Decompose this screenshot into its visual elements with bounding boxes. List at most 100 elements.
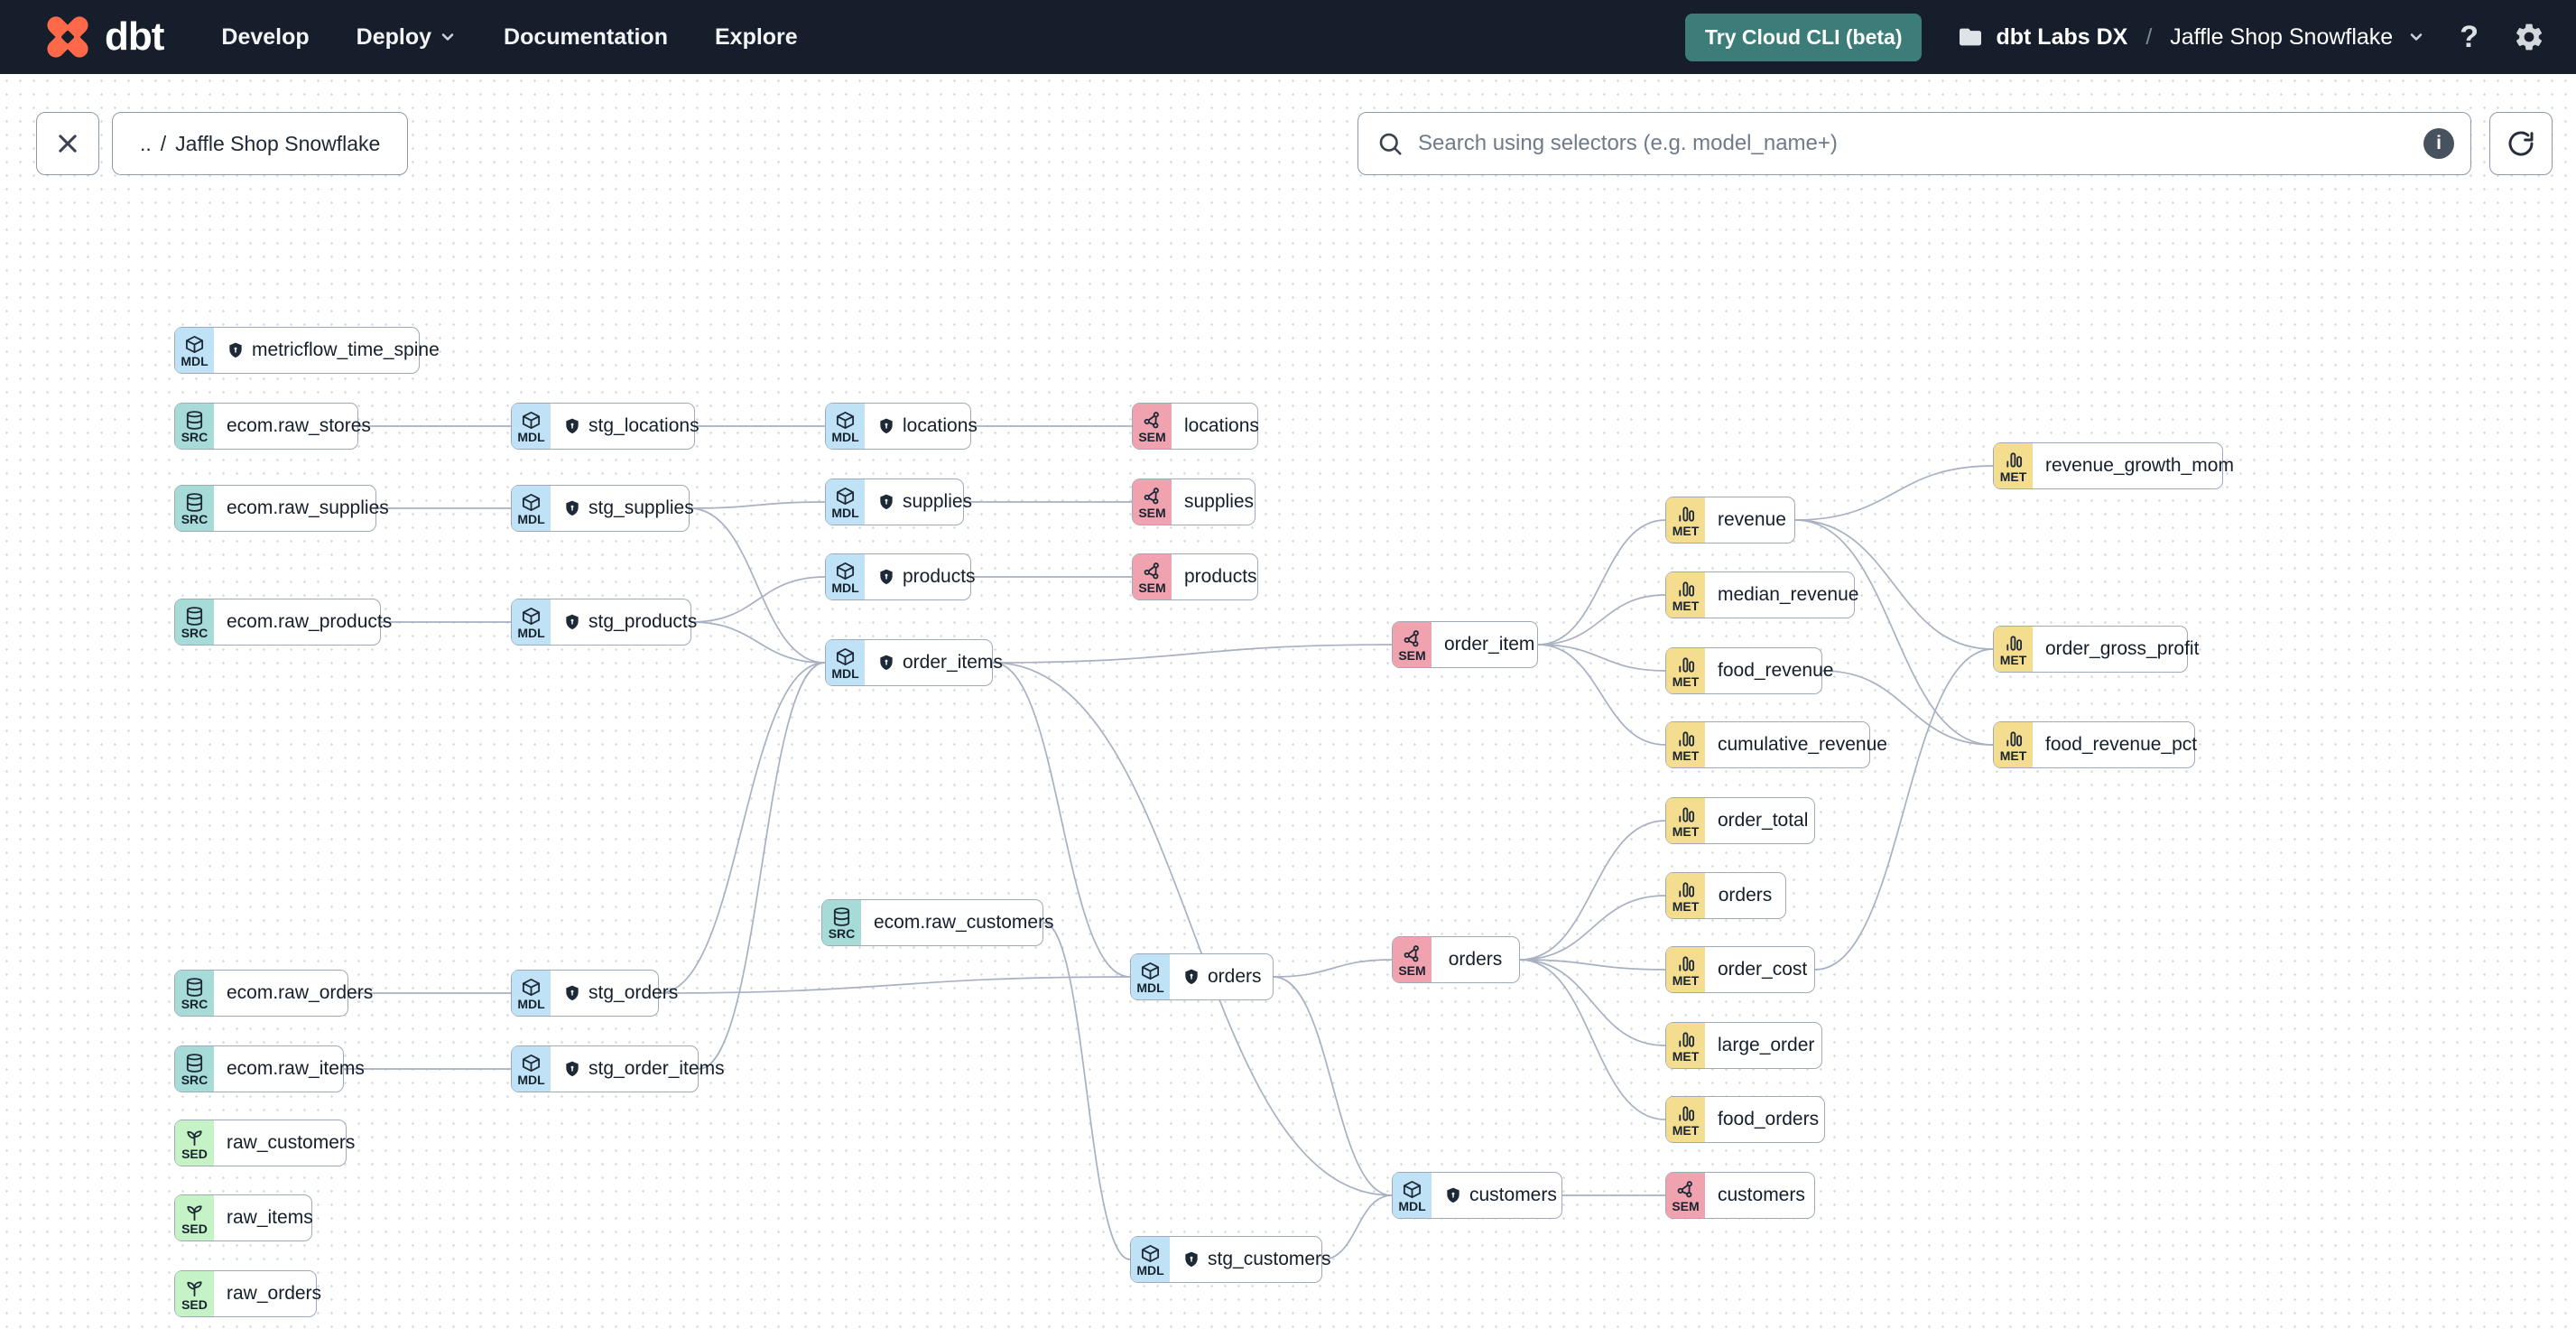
selector-search: i [1357, 112, 2471, 175]
node-kind-label: SRC [828, 926, 856, 941]
semantic-model-icon: SEM [1133, 554, 1172, 599]
node-kind-label: MDL [517, 430, 545, 444]
node-kind-label: MDL [517, 512, 545, 526]
node-name: food_revenue_pct [2045, 734, 2198, 755]
node-kind-label: MDL [831, 506, 859, 520]
metric-icon: MET [1666, 1023, 1705, 1068]
node-kind-label: SRC [181, 626, 208, 640]
node-name: products [865, 554, 988, 599]
node-name: order_gross_profit [2045, 638, 2200, 659]
nav-deploy[interactable]: Deploy [357, 24, 457, 51]
graph-node-food_revenue_pct[interactable]: MET food_revenue_pct [1993, 721, 2197, 768]
node-name: orders [1170, 954, 1274, 999]
graph-node-revenue[interactable]: MET revenue [1665, 497, 1795, 544]
node-kind-label: SEM [1138, 581, 1166, 595]
shield-icon [227, 341, 245, 359]
close-lineage-button[interactable] [36, 112, 99, 175]
primary-nav: Develop Deploy Documentation Explore [221, 24, 797, 51]
node-kind-label: SRC [181, 512, 208, 526]
cube-icon: MDL [826, 554, 865, 599]
account-name[interactable]: dbt Labs DX [1996, 23, 2128, 50]
shield-icon [563, 984, 581, 1002]
node-name: food_revenue [1718, 660, 1834, 681]
project-name[interactable]: Jaffle Shop Snowflake [2170, 23, 2394, 50]
gear-icon[interactable] [2513, 21, 2545, 53]
node-kind-label: SED [181, 1297, 208, 1312]
node-kind-label: MDL [831, 430, 859, 444]
node-kind-label: SRC [181, 997, 208, 1011]
project-breadcrumb[interactable]: dbt Labs DX / Jaffle Shop Snowflake [1956, 23, 2425, 51]
dbt-logo[interactable]: dbt [43, 13, 164, 61]
node-name: customers [1432, 1173, 1570, 1218]
node-name: revenue [1718, 509, 1786, 530]
metric-icon: MET [1994, 443, 2033, 488]
metric-icon: MET [1666, 798, 1705, 843]
node-kind-label: MDL [831, 581, 859, 595]
graph-node-order_total[interactable]: MET order_total [1665, 797, 1815, 844]
help-icon[interactable]: ? [2460, 19, 2479, 54]
node-kind-label: MDL [517, 997, 545, 1011]
node-name: locations [865, 404, 990, 449]
node-kind-label: SEM [1138, 430, 1166, 444]
search-input[interactable] [1416, 130, 2411, 157]
cube-icon: MDL [1131, 954, 1170, 999]
info-icon[interactable]: i [2423, 128, 2454, 159]
node-kind-label: MET [1672, 1123, 1700, 1138]
nav-documentation[interactable]: Documentation [504, 23, 668, 50]
refresh-lineage-button[interactable] [2489, 112, 2553, 175]
node-kind-label: SRC [181, 430, 208, 444]
node-name: order_total [1718, 810, 1809, 831]
close-icon [59, 135, 77, 153]
lineage-breadcrumb[interactable]: .. / Jaffle Shop Snowflake [112, 112, 409, 175]
node-name: metricflow_time_spine [214, 328, 452, 373]
shield-icon [877, 654, 895, 672]
node-name: stg_customers [1170, 1237, 1344, 1282]
nav-explore[interactable]: Explore [714, 23, 798, 50]
breadcrumb-up[interactable]: .. [140, 131, 152, 155]
nav-develop[interactable]: Develop [221, 23, 310, 50]
cube-icon: MDL [1393, 1173, 1432, 1218]
cube-icon: MDL [512, 1046, 551, 1092]
node-kind-label: MET [1672, 524, 1700, 538]
metric-icon: MET [1994, 722, 2033, 767]
try-cloud-cli-button[interactable]: Try Cloud CLI (beta) [1684, 13, 1923, 61]
